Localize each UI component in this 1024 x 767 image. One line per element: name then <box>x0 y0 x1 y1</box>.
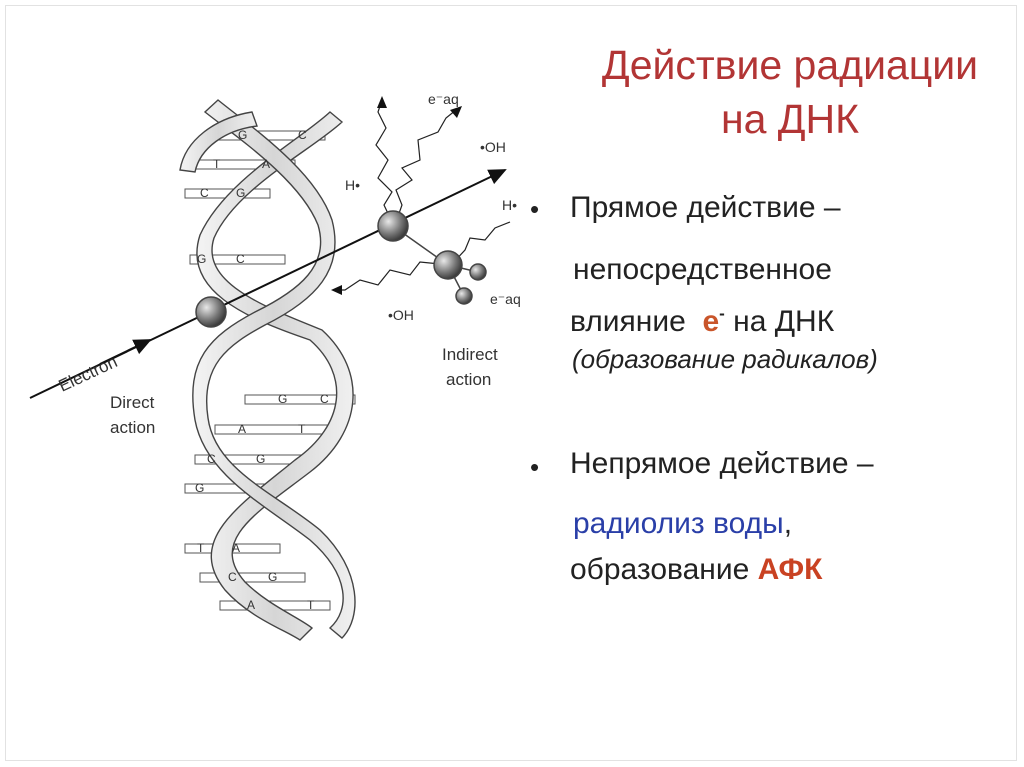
base-letter: T <box>307 598 315 612</box>
indirect-line-2: образование АФК <box>570 552 822 588</box>
direct-action-label: Direct action <box>110 393 159 437</box>
path-up-e-aq <box>395 109 457 223</box>
base-letter: T <box>213 157 221 171</box>
base-letter: G <box>268 570 277 584</box>
water-molecule-hydrogen <box>455 287 473 305</box>
molecules <box>195 210 487 328</box>
afk-highlight: АФК <box>757 553 823 586</box>
radiolysis-comma: , <box>783 507 793 540</box>
base-letter: A <box>238 422 246 436</box>
base-letters: G C T A C G G C G C A T C G G T A C G A … <box>195 128 329 612</box>
base-letter: A <box>262 157 270 171</box>
path-left-oh <box>335 261 441 291</box>
direct-line-2: влияние е- на ДНК <box>570 296 834 340</box>
direct-line-2-prefix: влияние <box>570 305 686 338</box>
direct-heading: Прямое действие – <box>570 191 841 224</box>
radiolysis-text: радиолиз воды <box>573 507 784 540</box>
indirect-line-1: радиолиз воды, <box>573 506 792 542</box>
radical-h-right: H• <box>502 197 517 213</box>
radical-h-top: H• <box>345 177 360 193</box>
title-line-2: на ДНК <box>720 96 860 142</box>
base-letter: C <box>228 570 237 584</box>
base-letter: G <box>236 186 245 200</box>
base-letter: G <box>278 392 287 406</box>
base-letter: T <box>298 422 306 436</box>
radical-paths <box>335 99 511 291</box>
water-molecule-hydrogen <box>469 263 487 281</box>
base-letter: C <box>320 392 329 406</box>
water-molecule-oxygen <box>433 250 463 280</box>
slide-title: Действие радиации на ДНК <box>560 38 1020 146</box>
electron-superscript: - <box>719 304 725 323</box>
electron-symbol: е <box>702 305 720 338</box>
bullet-marker: • <box>530 194 540 224</box>
direct-note: (образование радикалов) <box>572 344 878 374</box>
title-line-1: Действие радиации <box>601 42 979 88</box>
indirect-heading: Непрямое действие – <box>570 447 874 480</box>
path-right-h <box>451 221 511 265</box>
base-letter: A <box>232 541 240 555</box>
base-letter: C <box>298 128 307 142</box>
direct-line-2-suffix: на ДНК <box>733 305 835 338</box>
radical-oh-top: •OH <box>480 139 506 155</box>
base-letter: C <box>207 452 216 466</box>
base-letter: A <box>247 598 255 612</box>
base-letter: G <box>195 481 204 495</box>
helix-strand-top-curl <box>179 111 258 173</box>
base-letter: T <box>197 541 205 555</box>
radical-arrowheads <box>331 96 462 295</box>
slide-frame <box>5 5 1017 761</box>
electron-label: Electron <box>56 352 121 396</box>
base-letter: C <box>236 252 245 266</box>
base-letter: G <box>256 452 265 466</box>
indirect-line-2-prefix: образование <box>570 553 750 586</box>
bullet-marker: • <box>530 452 540 482</box>
base-letter: G <box>197 252 206 266</box>
ionization-site-water <box>377 210 409 242</box>
base-letter: C <box>200 186 209 200</box>
radical-oh-bottom: •OH <box>388 307 414 323</box>
hydrated-electron-bottom: e⁻aq <box>490 291 521 307</box>
ionization-site-direct <box>195 296 227 328</box>
path-up-h <box>375 99 393 223</box>
indirect-action-label: Indirect action <box>442 345 502 389</box>
base-letter: G <box>238 128 247 142</box>
hydrated-electron-top: e⁻aq <box>428 91 459 107</box>
helix-strand-back <box>196 111 354 641</box>
direct-line-1: непосредственное <box>573 253 832 286</box>
dna-double-helix <box>179 99 356 641</box>
helix-strand-front <box>192 99 356 639</box>
electron-track-arrow-mid <box>99 339 152 365</box>
